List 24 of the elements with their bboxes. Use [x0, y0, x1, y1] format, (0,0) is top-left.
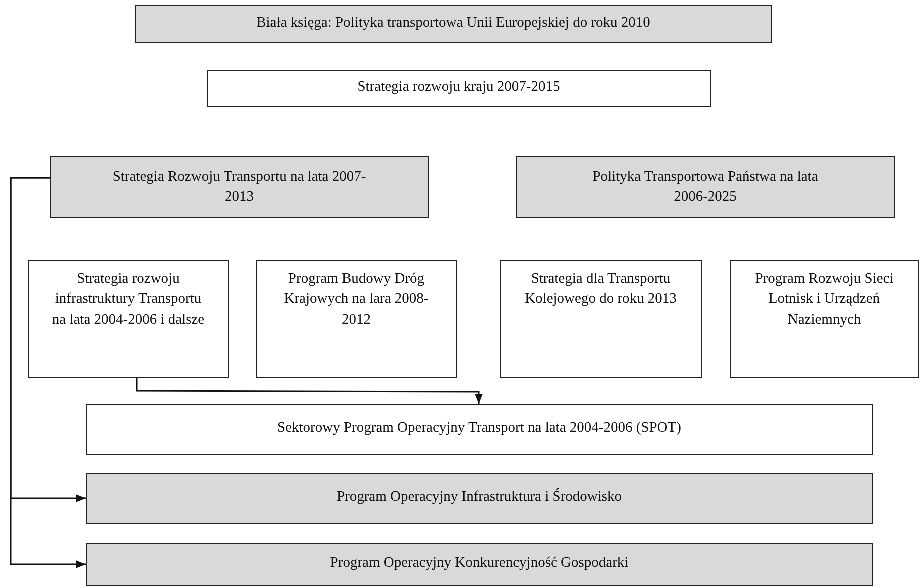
box-label: Program Operacyjny Infrastruktura i Środowisko	[336, 488, 622, 508]
document-box	[86, 473, 873, 524]
box-label: Strategia dla Transportu Kolejowego do roku 2013	[524, 270, 678, 310]
document-box	[135, 5, 772, 43]
box-label: Polityka Transportowa Państwa na lata 2006-2025	[592, 168, 820, 207]
box-label: Program Budowy Dróg Krajowych na lara 2008-2012	[283, 270, 430, 330]
box-label: Strategia rozwoju infrastruktury Transportu na lata 2004-2006 i dalsze	[51, 270, 206, 330]
box-label: Strategia rozwoju kraju 2007-2015	[358, 78, 560, 98]
document-box	[730, 260, 919, 378]
box-label: Biała księga: Polityka transportowa Unii Europejskiej do roku 2010	[256, 14, 650, 33]
document-box	[256, 260, 457, 378]
box-label: Sektorowy Program Operacyjny Transport na lata 2004-2006 (SPOT)	[278, 419, 682, 438]
arrow	[136, 378, 483, 404]
document-box	[86, 404, 873, 455]
box-label: Program Rozwoju Sieci Lotnisk i Urządzeń Naziemnych	[754, 270, 895, 330]
arrow	[10, 177, 86, 568]
document-box	[28, 260, 229, 378]
document-box	[86, 543, 873, 586]
document-box	[50, 156, 429, 218]
document-box	[516, 156, 895, 218]
box-label: Strategia Rozwoju Transportu na lata 2007-2013	[112, 168, 368, 207]
document-box	[500, 260, 702, 378]
document-box	[207, 70, 711, 107]
box-label: Program Operacyjny Konkurencyjność Gospodarki	[330, 554, 629, 574]
